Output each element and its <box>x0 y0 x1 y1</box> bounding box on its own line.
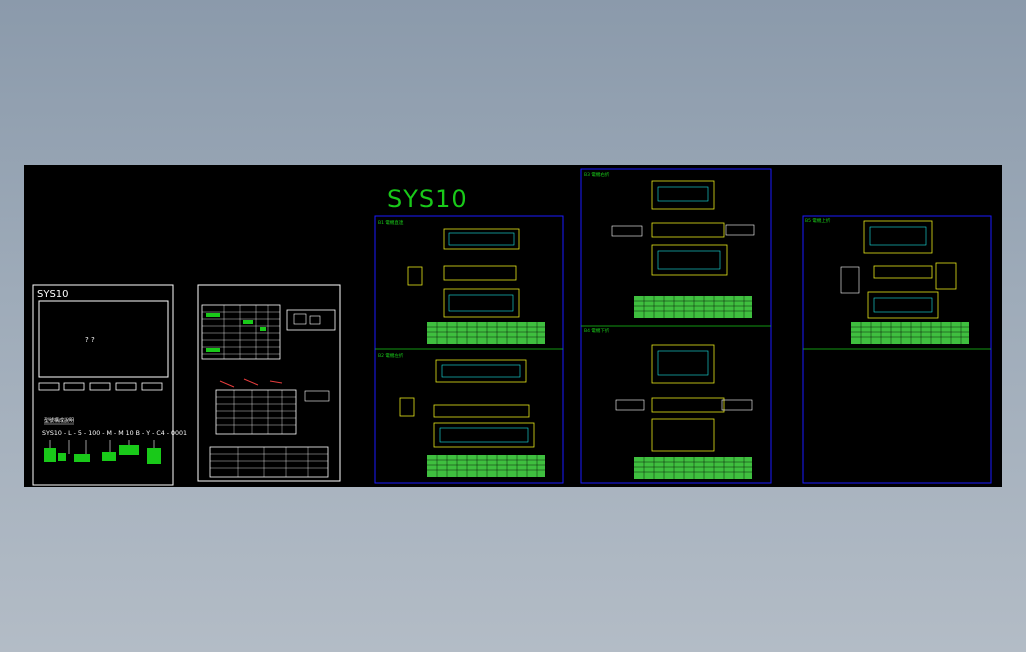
cad-viewport[interactable]: SYS10 ? ? 型號構成說明 SYS10 - L - 5 - 100 - M… <box>24 165 1002 487</box>
cover-title: SYS10 <box>37 289 69 300</box>
view-b3-label: B3 電機右折 <box>584 171 610 178</box>
cover-sheet: SYS10 ? ? 型號構成說明 SYS10 - L - 5 - 100 - M… <box>32 284 187 486</box>
view-b5-label: B5 電機上折 <box>805 217 831 224</box>
sheet-b5: B5 電機上折 <box>802 215 992 484</box>
view-b2-label: B2 電機左折 <box>378 352 404 359</box>
view-b4-label: B4 電機下折 <box>584 327 610 334</box>
cad-drawing-canvas: SYS10 ? ? 型號構成說明 SYS10 - L - 5 - 100 - M… <box>32 168 992 486</box>
cover-placeholder: ? ? <box>85 336 95 344</box>
model-heading: 型號構成說明 <box>44 417 74 424</box>
view-b1-label: B1 電機直連 <box>378 219 404 226</box>
sheet-b1-b2: B1 電機直連 B2 電機左折 <box>374 215 564 484</box>
drawing-title: SYS10 <box>387 185 468 213</box>
model-code: SYS10 - L - 5 - 100 - M - M 10 B - Y - C… <box>42 430 187 437</box>
spec-sheet <box>197 284 341 482</box>
sheet-b3-b4: B3 電機右折 B4 電機下折 <box>580 168 772 484</box>
